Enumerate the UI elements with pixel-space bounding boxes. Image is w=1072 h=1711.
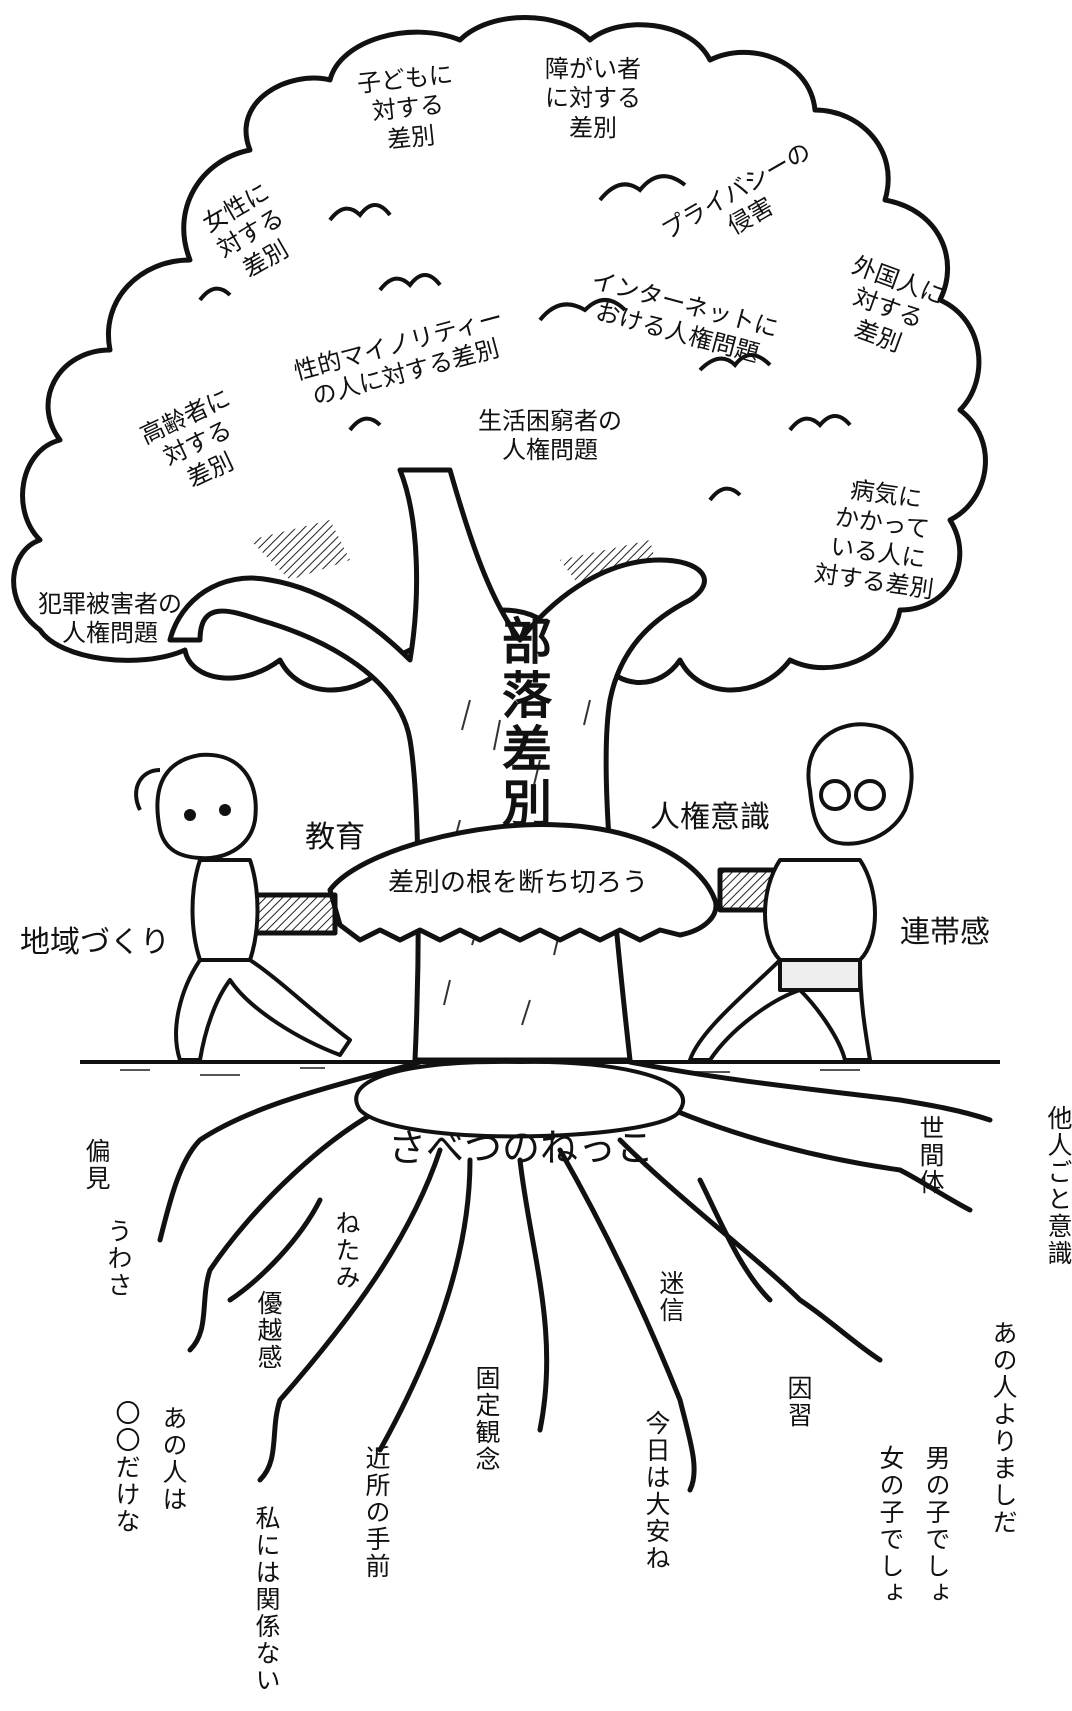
label-boy: 男の子でしょ [922,1445,951,1607]
roots [157,1059,993,1493]
label-superiority: 優越感 [254,1290,283,1371]
label-neighbors: 近所の手前 [362,1445,391,1580]
label-girl: 女の子でしょ [876,1445,905,1607]
label-fixed-idea: 固定観念 [472,1365,501,1473]
saw-text: 差別の根を断ち切ろう [388,868,649,898]
boy-figure [688,722,914,1062]
label-human-rights-awareness: 人権意識 [650,800,770,835]
label-solidarity: 連帯感 [900,915,990,950]
label-world-eyes: 世間体 [916,1115,945,1196]
label-poverty-rights: 生活困窮者の 人権問題 [478,407,622,465]
label-children-discrimination: 子どもに 対する 差別 [355,60,455,154]
label-that-person: あの人は [159,1405,188,1513]
label-community-building: 地域づくり [20,925,170,960]
label-education: 教育 [305,820,365,855]
label-custom: 因習 [784,1375,813,1429]
canopy [11,15,988,693]
label-rumor: うわさ [104,1218,133,1299]
label-better-than: あの人よりましだ [989,1320,1018,1536]
girl-figure [134,752,352,1062]
label-disabled-discrimination: 障がい者 に対する 差別 [545,55,641,142]
label-only-that: 〇〇だけな [112,1400,141,1535]
label-prejudice: 偏見 [82,1138,111,1192]
label-today-taian: 今日は大安ね [642,1410,671,1572]
label-crime-victims: 犯罪被害者の 人権問題 [38,590,182,648]
roots-title: さべつのねっこ [388,1126,655,1170]
label-resentment: ねたみ [332,1210,361,1291]
label-others-awareness: 他人ごと意識 [1044,1105,1072,1267]
label-not-related: 私には関係ない [252,1505,281,1694]
trunk-title: 部落差別 [494,615,552,831]
label-superstition: 迷信 [656,1270,685,1324]
label-illness-discrimination: 病気に かかって いる人に 対する差別 [812,475,936,604]
